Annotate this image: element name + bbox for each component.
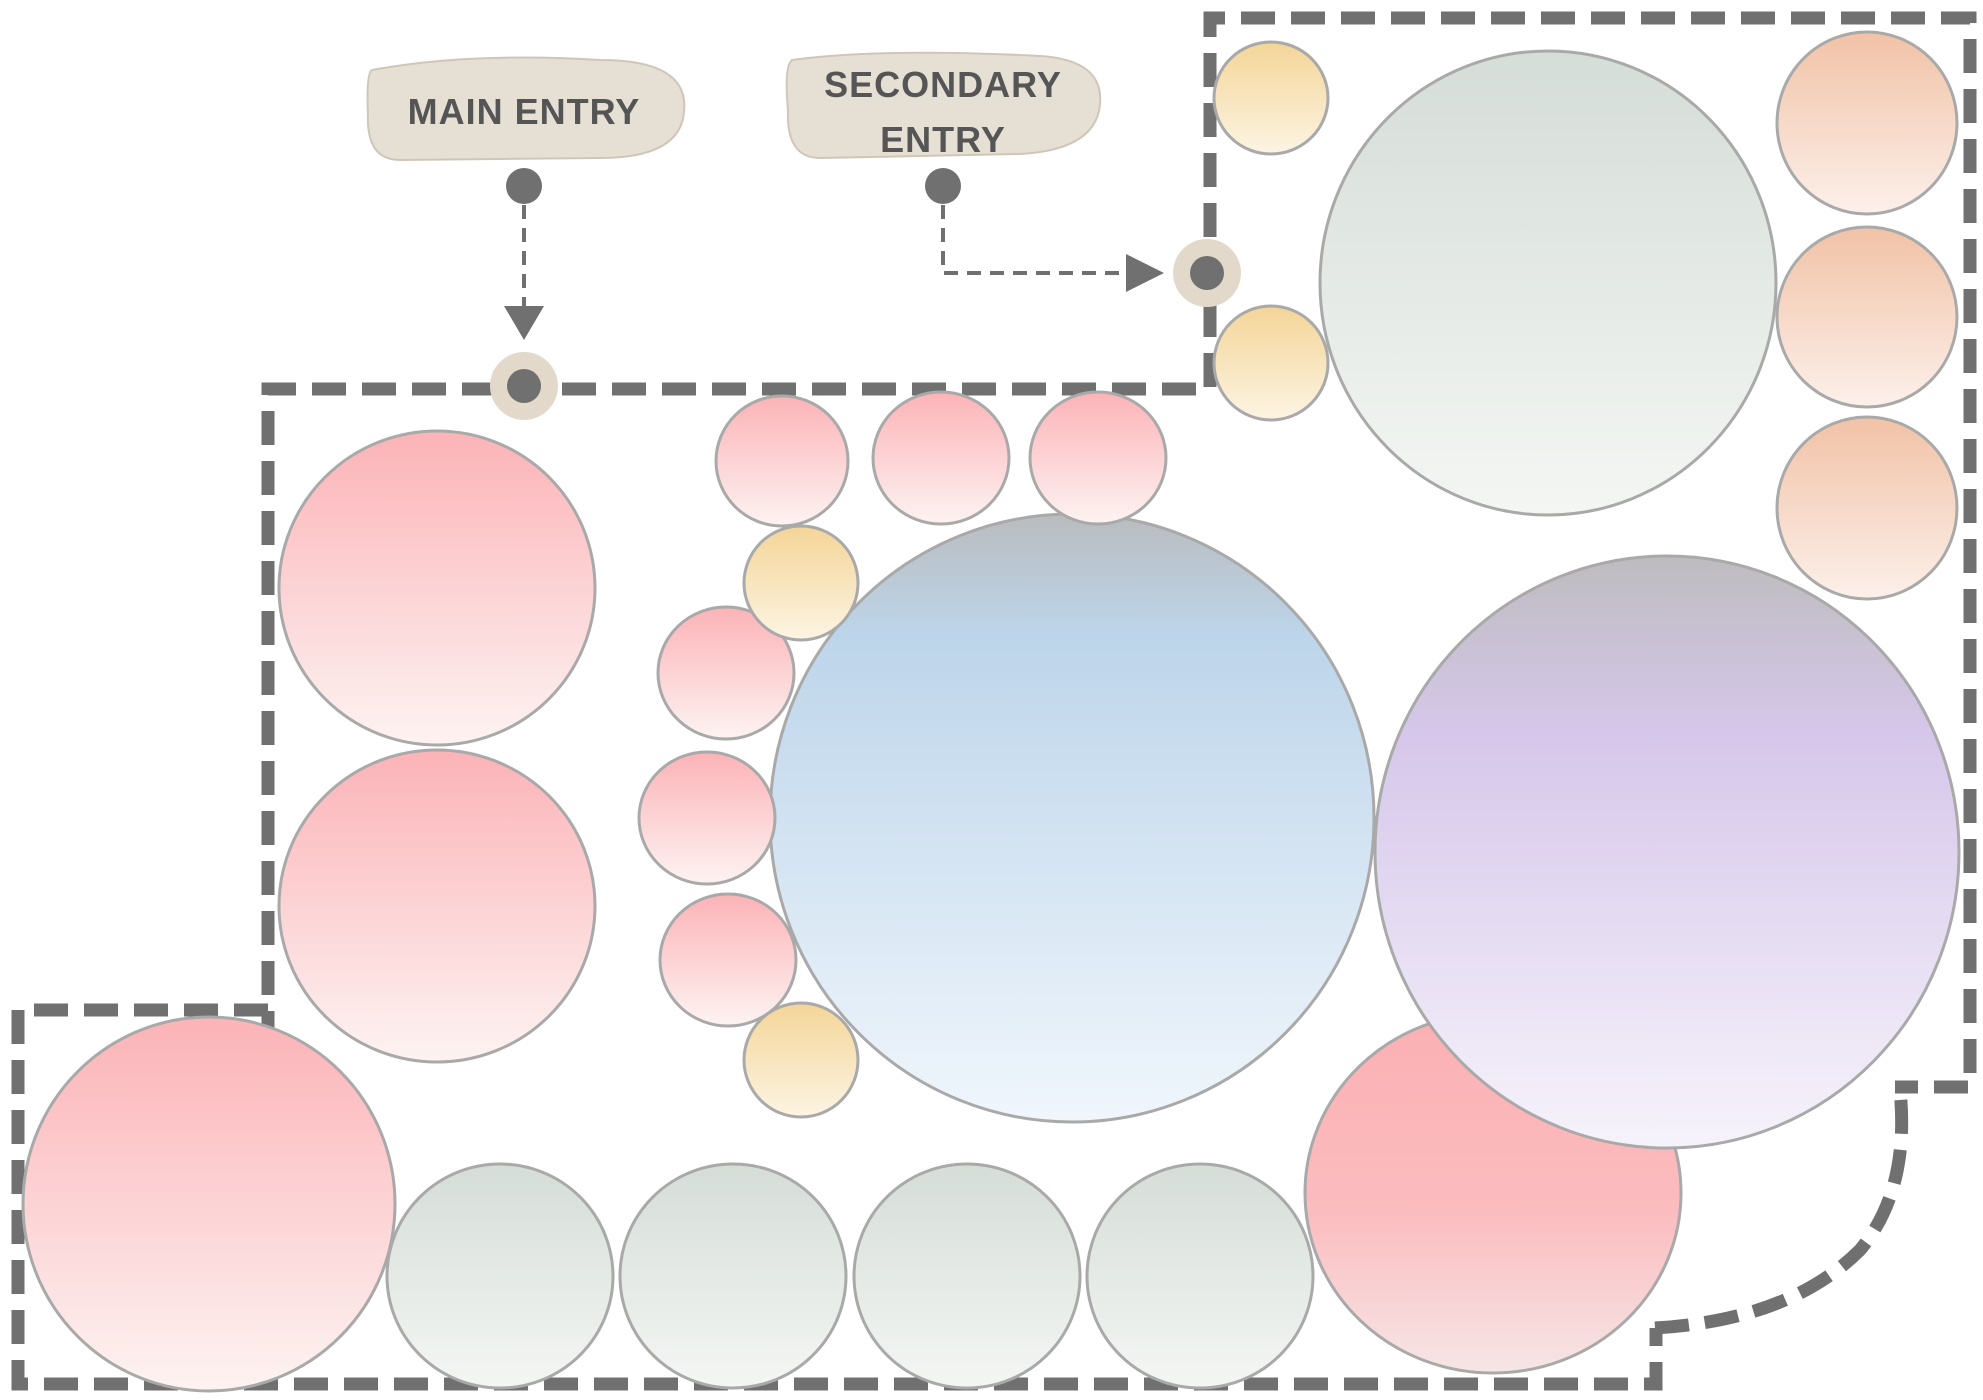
space-bubble-large-blue [768,512,1376,1124]
space-bubble-yellow-4 [1212,304,1330,422]
space-bubble-pink-small-6 [658,892,798,1028]
space-bubble-yellow-3 [1212,40,1330,156]
space-bubble-pink-corner [21,1015,397,1393]
space-bubble-large-purple [1373,554,1961,1150]
space-bubble-green-bottom-1 [385,1162,615,1390]
space-bubble-green-bottom-3 [852,1162,1082,1390]
space-bubble-pink-small-5 [637,750,777,886]
space-bubble-green-bottom-4 [1085,1162,1315,1390]
secondary-entry-text-line1: SECONDARY [824,64,1062,105]
space-bubble-yellow-1 [742,524,860,642]
space-bubble-pink-small-1 [714,394,850,528]
space-bubble-green-bottom-2 [618,1162,848,1390]
space-bubble-pink-left-2 [277,748,597,1064]
secondary-entry-flow-line [941,205,1128,275]
site-boundary-curve [1654,1089,1909,1335]
site-boundary [261,11,1977,1095]
space-bubble-yellow-2 [742,1001,860,1119]
secondary-entry-label: SECONDARY ENTRY [785,51,1102,160]
space-bubble-large-green [1318,49,1778,517]
main-entry-arrowhead [504,306,544,340]
main-entry-text: MAIN ENTRY [408,91,641,132]
main-entry-label: MAIN ENTRY [366,56,686,162]
space-bubble-pink-small-4 [656,605,796,741]
space-bubble-orange-3 [1775,415,1959,601]
space-bubble-pink-small-2 [871,390,1011,526]
secondary-entry-point [1190,256,1224,290]
space-bubble-pink-small-3 [1028,390,1168,526]
site-boundary-lower [11,1003,1663,1391]
secondary-entry-arrowhead [1126,254,1164,292]
secondary-entry-dot [925,168,961,204]
space-bubble-orange-2 [1775,225,1959,409]
secondary-entry-text-line2: ENTRY [880,119,1006,160]
space-bubble-pink-left-1 [277,429,597,747]
main-entry-point [507,369,541,403]
space-bubble-orange-1 [1775,30,1959,216]
main-entry-dot [506,168,542,204]
